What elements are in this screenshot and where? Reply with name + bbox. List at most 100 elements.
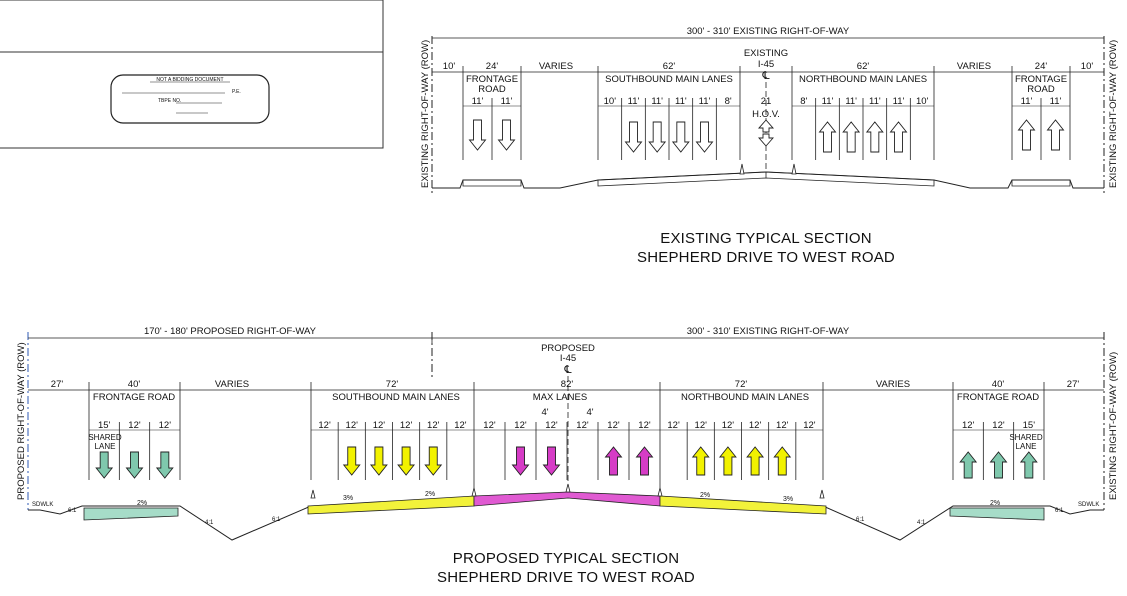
proposed-left-frontage-pavement [83, 507, 179, 521]
slope-ditch-2: 4:1 [205, 520, 214, 526]
proposed-sb-lane-dim: 12' [427, 420, 440, 431]
proposed-nb-lane-arrow [746, 446, 765, 476]
proposed-max-lane-dim: 12' [576, 420, 589, 431]
proposed-dim-nb: 72' [735, 379, 748, 390]
existing-left-frontage-pavement [462, 179, 522, 187]
existing-dim-left-frontage: 24' [486, 61, 499, 72]
proposed-nb-lane-dim: 12' [695, 420, 708, 431]
slope-ditch-5: 4:1 [917, 520, 926, 526]
slope-nb-inner: 2% [700, 492, 710, 499]
sidewalk-left: SDWLK [32, 502, 53, 508]
existing-nb-label: NORTHBOUND MAIN LANES [799, 74, 927, 85]
existing-dim-ticks [462, 66, 1071, 160]
proposed-sb-lane-arrow [424, 446, 443, 476]
proposed-right-frontage-label: FRONTAGE ROAD [957, 392, 1039, 403]
proposed-max-lane-dim: 12' [483, 420, 496, 431]
proposed-sb-lane-dim: 12' [318, 420, 331, 431]
existing-dim-right-varies: VARIES [957, 61, 991, 72]
proposed-row-existing: 300' - 310' EXISTING RIGHT-OF-WAY [687, 326, 850, 337]
proposed-max-lane-arrow [604, 446, 623, 476]
existing-lane-dims: 11'11'10'11'11'11'11'8'8'11'11'11'11'10'… [472, 96, 1062, 107]
proposed-buffer-left: 4' [541, 407, 548, 418]
existing-main-pavement [597, 171, 935, 187]
proposed-dim-right-edge: 27' [1067, 379, 1080, 390]
existing-hov-label: H.O.V. [752, 109, 780, 120]
existing-right-frontage-lane-arrow [1017, 119, 1036, 151]
proposed-nb-label: NORTHBOUND MAIN LANES [681, 392, 809, 403]
proposed-right-frontage-lane-arrow [989, 451, 1008, 479]
proposed-title-2: SHEPHERD DRIVE TO WEST ROAD [437, 569, 695, 586]
existing-sb-lane-dim: 11' [699, 96, 711, 107]
existing-left-frontage-label-1: FRONTAGE [466, 74, 518, 85]
proposed-right-frontage-lane-dim: 12' [992, 420, 1005, 431]
proposed-max-lane-dim: 12' [545, 420, 558, 431]
existing-nb-lane-dim: 8' [800, 96, 807, 107]
proposed-lanes [95, 422, 1038, 480]
proposed-dim-left-edge: 27' [51, 379, 64, 390]
existing-right-frontage-lane-arrow [1046, 119, 1065, 151]
proposed-lane-dims: 15' 12' 12' 12' 12' 12' 12' 12' 12' 12' 12' 12' 12' 1… [98, 420, 1035, 431]
slope-nb-outer: 3% [783, 496, 793, 503]
existing-lanes [468, 98, 1065, 160]
proposed-nb-lane-arrow [773, 446, 792, 476]
existing-title-1: EXISTING TYPICAL SECTION [660, 230, 872, 247]
proposed-max-pavement [473, 491, 661, 507]
existing-nb-lane-arrow [865, 121, 884, 153]
proposed-right-shared-2: LANE [1016, 442, 1037, 451]
existing-sb-lane-arrow [648, 121, 667, 153]
proposed-barriers [310, 483, 825, 499]
existing-nb-lane-dim: 11' [822, 96, 834, 107]
stamp-line1: NOT A BIDDING DOCUMENT [156, 77, 223, 83]
proposed-sb-lane-dim: 12' [400, 420, 413, 431]
existing-dim-left-varies: VARIES [539, 61, 573, 72]
proposed-left-frontage-lane-arrow [95, 451, 114, 479]
slope-ditch-6: 6:1 [1055, 508, 1064, 514]
proposed-nb-lane-dim: 12' [803, 420, 816, 431]
centerline-symbol-proposed: ℄ [563, 364, 571, 376]
proposed-max-label: MAX LANES [533, 392, 587, 403]
existing-sb-lane-dim: 8' [725, 96, 732, 107]
proposed-row-right-label: EXISTING RIGHT-OF-WAY (ROW) [1108, 352, 1119, 500]
existing-right-frontage-label-1: FRONTAGE [1015, 74, 1067, 85]
existing-sb-label: SOUTHBOUND MAIN LANES [605, 74, 733, 85]
proposed-sb-lane-dim: 12' [454, 420, 467, 431]
existing-dim-left-edge: 10' [443, 61, 456, 72]
stamp-pe: P.E. [232, 89, 241, 95]
proposed-dim-sb: 72' [386, 379, 399, 390]
proposed-sb-lane-arrow [369, 446, 388, 476]
proposed-max-lane-dim: 12' [638, 420, 651, 431]
existing-nb-lane-dim: 11' [869, 96, 881, 107]
existing-dim-sb: 62' [663, 61, 676, 72]
proposed-nb-lane-arrow [718, 446, 737, 476]
proposed-dim-ticks [88, 382, 1045, 500]
existing-ground-profile [432, 171, 1104, 189]
slope-sb-inner: 2% [425, 491, 435, 498]
existing-barriers [739, 163, 797, 175]
proposed-buffer-right: 4' [586, 407, 593, 418]
centerline-symbol: ℄ [761, 70, 769, 82]
proposed-right-shared-1: SHARED [1009, 433, 1043, 442]
proposed-max-lane-dim: 12' [607, 420, 620, 431]
title-block: NOT A BIDDING DOCUMENT P.E. TBPE NO. [0, 0, 384, 149]
proposed-left-frontage-label: FRONTAGE ROAD [93, 392, 175, 403]
existing-nb-lane-dim: 11' [893, 96, 905, 107]
existing-title-2: SHEPHERD DRIVE TO WEST ROAD [637, 249, 895, 266]
existing-nb-lane-arrow [818, 121, 837, 153]
proposed-left-shared-1: SHARED [88, 433, 122, 442]
existing-right-frontage-lane-dim: 11' [1050, 96, 1062, 107]
existing-right-frontage-pavement [1011, 179, 1071, 187]
existing-right-frontage-label-2: ROAD [1027, 84, 1055, 95]
proposed-max-lane-dim: 12' [514, 420, 527, 431]
existing-nb-lane-arrow [842, 121, 861, 153]
existing-sb-lane-arrow [671, 121, 690, 153]
proposed-dim-left-frontage: 40' [128, 379, 141, 390]
existing-sb-lane-dim: 10' [604, 96, 617, 107]
proposed-right-ground [822, 505, 1104, 541]
existing-sb-lane-arrow [624, 121, 643, 153]
proposed-left-frontage-lane-dim: 15' [98, 420, 111, 431]
existing-nb-lane-dim: 11' [845, 96, 857, 107]
proposed-left-ground [28, 505, 312, 541]
proposed-left-frontage-lane-dim: 12' [128, 420, 141, 431]
proposed-sb-lane-dim: 12' [373, 420, 386, 431]
